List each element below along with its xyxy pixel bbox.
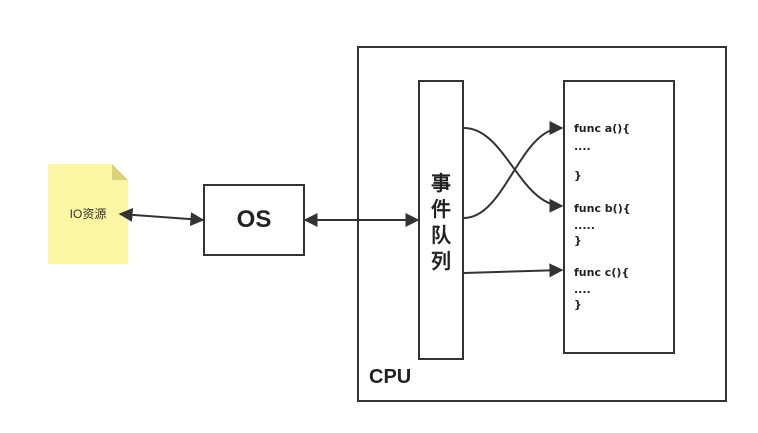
func-b-close: } [574, 234, 582, 247]
event-queue-box [418, 80, 464, 360]
func-c-header: func c(){ [574, 266, 630, 279]
os-box: OS [203, 184, 305, 256]
queue-to-func-b-arrow [463, 127, 564, 213]
func-a-body: .... [574, 140, 591, 153]
func-c-body: .... [574, 283, 591, 296]
event-queue-text: 事件队列 [431, 171, 451, 273]
io-os-arrow [118, 207, 205, 227]
func-a-close: } [574, 169, 582, 182]
os-label: OS [236, 206, 272, 233]
queue-to-func-c-arrow [463, 263, 564, 278]
io-resource-label: IO资源 [69, 207, 107, 221]
func-b-body: ..... [574, 219, 595, 232]
event-queue-label: 事件队列 [418, 170, 464, 274]
func-b-header: func b(){ [574, 202, 631, 215]
cpu-label: CPU [369, 366, 412, 388]
functions-box [563, 80, 675, 354]
queue-to-func-a-arrow [463, 121, 564, 219]
func-a-header: func a(){ [574, 122, 631, 135]
io-resource-note [48, 164, 128, 264]
func-c-close: } [574, 298, 582, 311]
